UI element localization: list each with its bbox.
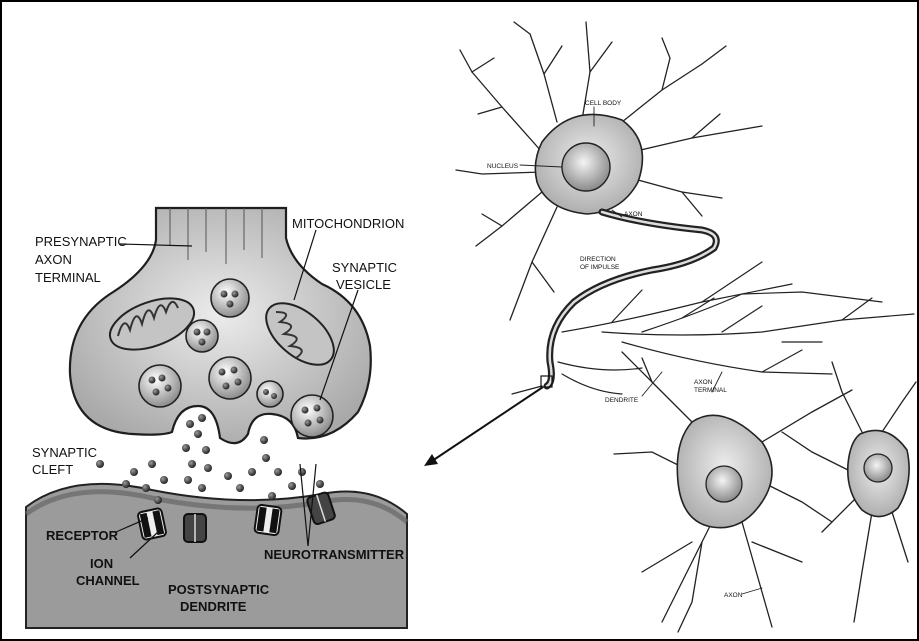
synaptic-cleft-label-2: CLEFT [32, 462, 73, 477]
nucleus-label: NUCLEUS [487, 163, 519, 170]
synaptic-vesicle-label-1: SYNAPTIC [332, 260, 397, 275]
synaptic-vesicle-label-2: VESICLE [336, 277, 391, 292]
receptor-label: RECEPTOR [46, 528, 119, 543]
presynaptic-label-3: TERMINAL [35, 270, 101, 285]
bottom-nucleus-1 [706, 466, 742, 502]
zoom-arrow [424, 387, 543, 466]
axon-terminal-label-2: TERMINAL [694, 387, 727, 394]
mitochondrion-label: MITOCHONDRION [292, 216, 404, 231]
direction-label-1: DIRECTION [580, 256, 616, 263]
postsynaptic-label-2: DENDRITE [180, 599, 247, 614]
direction-label-2: OF IMPULSE [580, 264, 620, 271]
neuron-drawing [456, 22, 916, 632]
axon [547, 212, 716, 386]
axon-top-label: AXON [624, 211, 643, 218]
presynaptic-label-2: AXON [35, 252, 72, 267]
axon-bottom-label: AXON [724, 592, 743, 599]
presynaptic-label-1: PRESYNAPTIC [35, 234, 127, 249]
ion-channel-label-1: ION [90, 556, 113, 571]
postsynaptic-label-1: POSTSYNAPTIC [168, 582, 270, 597]
synaptic-cleft-label-1: SYNAPTIC [32, 445, 97, 460]
ion-channel-label-2: CHANNEL [76, 573, 140, 588]
axon-terminal-branches [512, 262, 914, 394]
top-nucleus [562, 143, 610, 191]
dendrite-label: DENDRITE [605, 397, 639, 404]
cell-body-label: CELL BODY [585, 100, 622, 107]
synapse-panel: PRESYNAPTIC AXON TERMINAL MITOCHONDRION … [16, 180, 416, 632]
bottom-nucleus-2 [864, 454, 892, 482]
synaptic-vesicle [291, 395, 333, 437]
neurotransmitter-label: NEUROTRANSMITTER [264, 547, 405, 562]
axon-terminal-label-1: AXON [694, 379, 713, 386]
